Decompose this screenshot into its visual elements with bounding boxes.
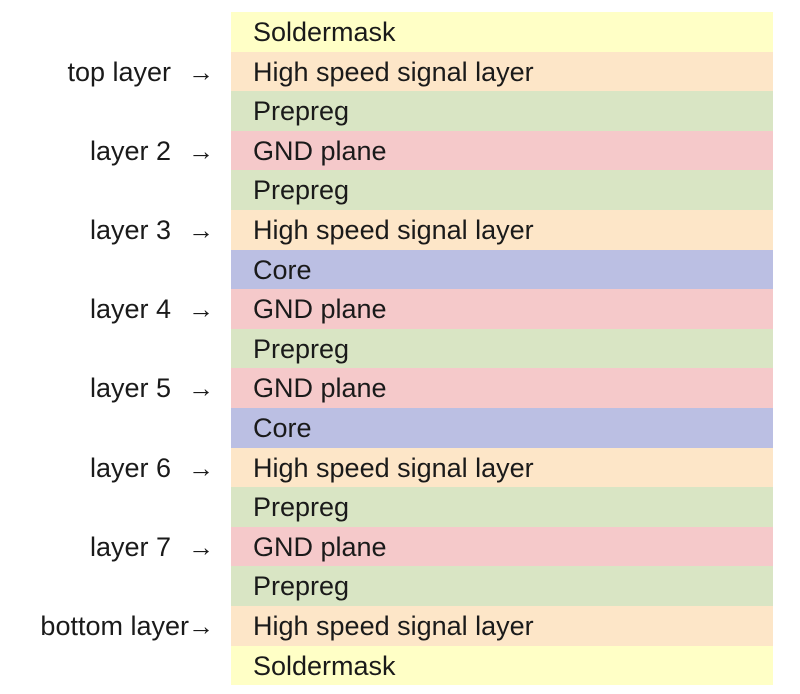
layer-label-text: layer 5 bbox=[89, 373, 171, 404]
arrow-right-icon: → bbox=[188, 531, 214, 562]
layer-label-text: layer 6 bbox=[89, 452, 171, 483]
stack-row-soldermask: Soldermask bbox=[231, 645, 773, 686]
arrow-right-icon: → bbox=[188, 452, 214, 483]
layer-label-text: top layer bbox=[67, 56, 171, 87]
stack-row-prepreg: Prepreg bbox=[231, 566, 773, 606]
arrow-right-icon: → bbox=[188, 294, 214, 325]
layer-label: layer 2 → bbox=[0, 131, 231, 171]
stack-row-core: Core bbox=[231, 407, 773, 448]
stack-row-gnd: GND plane bbox=[231, 526, 773, 567]
layer-label: layer 6 → bbox=[0, 448, 231, 488]
layer-label: top layer → bbox=[0, 52, 231, 92]
arrow-right-icon: → bbox=[188, 611, 214, 641]
arrow-right-icon: → bbox=[188, 373, 214, 404]
layer-label-text: layer 4 bbox=[89, 294, 171, 325]
stack-row-prepreg: Prepreg bbox=[231, 170, 773, 210]
arrow-right-icon: → bbox=[188, 135, 214, 166]
layer-label-text: layer 3 bbox=[89, 215, 171, 245]
layer-label: layer 7 → bbox=[0, 527, 231, 567]
stack-row-signal: High speed signal layer bbox=[231, 447, 773, 488]
layer-label: layer 5 → bbox=[0, 368, 231, 408]
layer-label-text: layer 7 bbox=[89, 531, 171, 562]
layer-label: layer 3 → bbox=[0, 210, 231, 250]
stack-row-prepreg: Prepreg bbox=[231, 91, 773, 131]
stack-row-signal: High speed signal layer bbox=[231, 51, 773, 92]
stack-row-gnd: GND plane bbox=[231, 130, 773, 171]
layer-label-text: layer 2 bbox=[89, 135, 171, 166]
layer-label-text: bottom layer bbox=[40, 611, 189, 641]
layer-label: layer 4 → bbox=[0, 289, 231, 329]
layer-label: bottom layer→ bbox=[0, 606, 231, 646]
stack-row-gnd: GND plane bbox=[231, 289, 773, 329]
stack-row-core: Core bbox=[231, 249, 773, 290]
arrow-right-icon: → bbox=[188, 56, 214, 87]
stack-row-signal: High speed signal layer bbox=[231, 209, 773, 250]
stack-row-soldermask: Soldermask bbox=[231, 12, 773, 52]
arrow-right-icon: → bbox=[188, 215, 214, 245]
stack-row-prepreg: Prepreg bbox=[231, 487, 773, 527]
stack-row-prepreg: Prepreg bbox=[231, 328, 773, 369]
layer-label-column: top layer→layer 2→layer 3→layer 4→layer … bbox=[0, 12, 231, 685]
stack-row-signal: High speed signal layer bbox=[231, 605, 773, 646]
stack-row-gnd: GND plane bbox=[231, 368, 773, 408]
